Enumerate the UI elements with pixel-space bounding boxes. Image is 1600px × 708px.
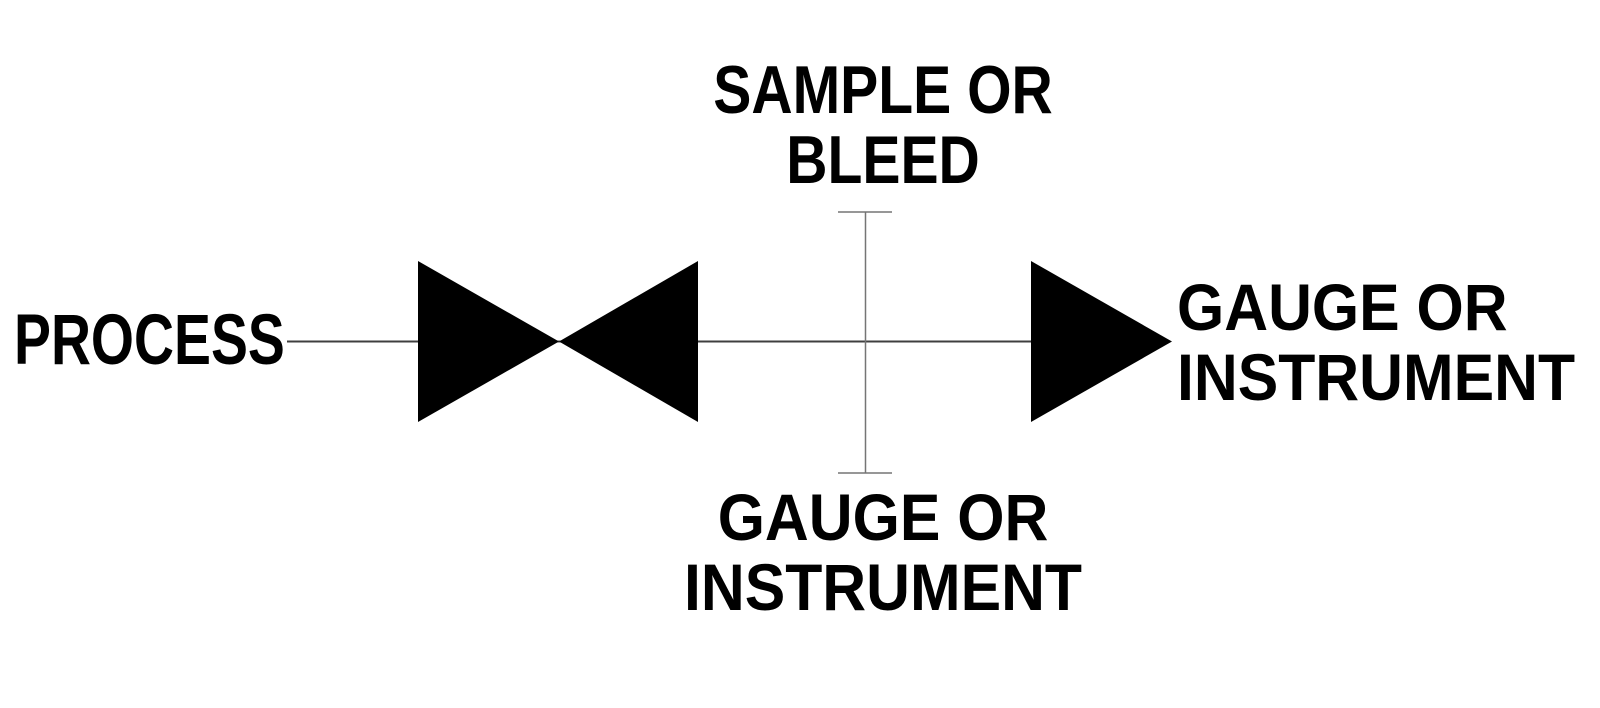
- sample-or-bleed-label: SAMPLE OR BLEED: [673, 55, 1093, 195]
- process-label: PROCESS: [14, 301, 285, 380]
- gauge-or-instrument-right-label: GAUGE OR INSTRUMENT: [1177, 272, 1575, 412]
- outlet-arrow-icon: [1031, 261, 1172, 422]
- sample-or-bleed-label-line1: SAMPLE OR: [713, 52, 1053, 128]
- sample-or-bleed-label-line2: BLEED: [786, 122, 980, 198]
- gauge-or-instrument-right-label-line2: INSTRUMENT: [1177, 340, 1576, 414]
- valve-bowtie-left-triangle-icon: [418, 261, 559, 422]
- gauge-or-instrument-bottom-label-line1: GAUGE OR: [717, 480, 1049, 554]
- valve-bowtie-right-triangle-icon: [559, 261, 698, 422]
- gauge-or-instrument-bottom-label: GAUGE OR INSTRUMENT: [653, 482, 1113, 622]
- gauge-or-instrument-right-label-line1: GAUGE OR: [1177, 270, 1508, 344]
- gauge-or-instrument-bottom-label-line2: INSTRUMENT: [683, 550, 1083, 624]
